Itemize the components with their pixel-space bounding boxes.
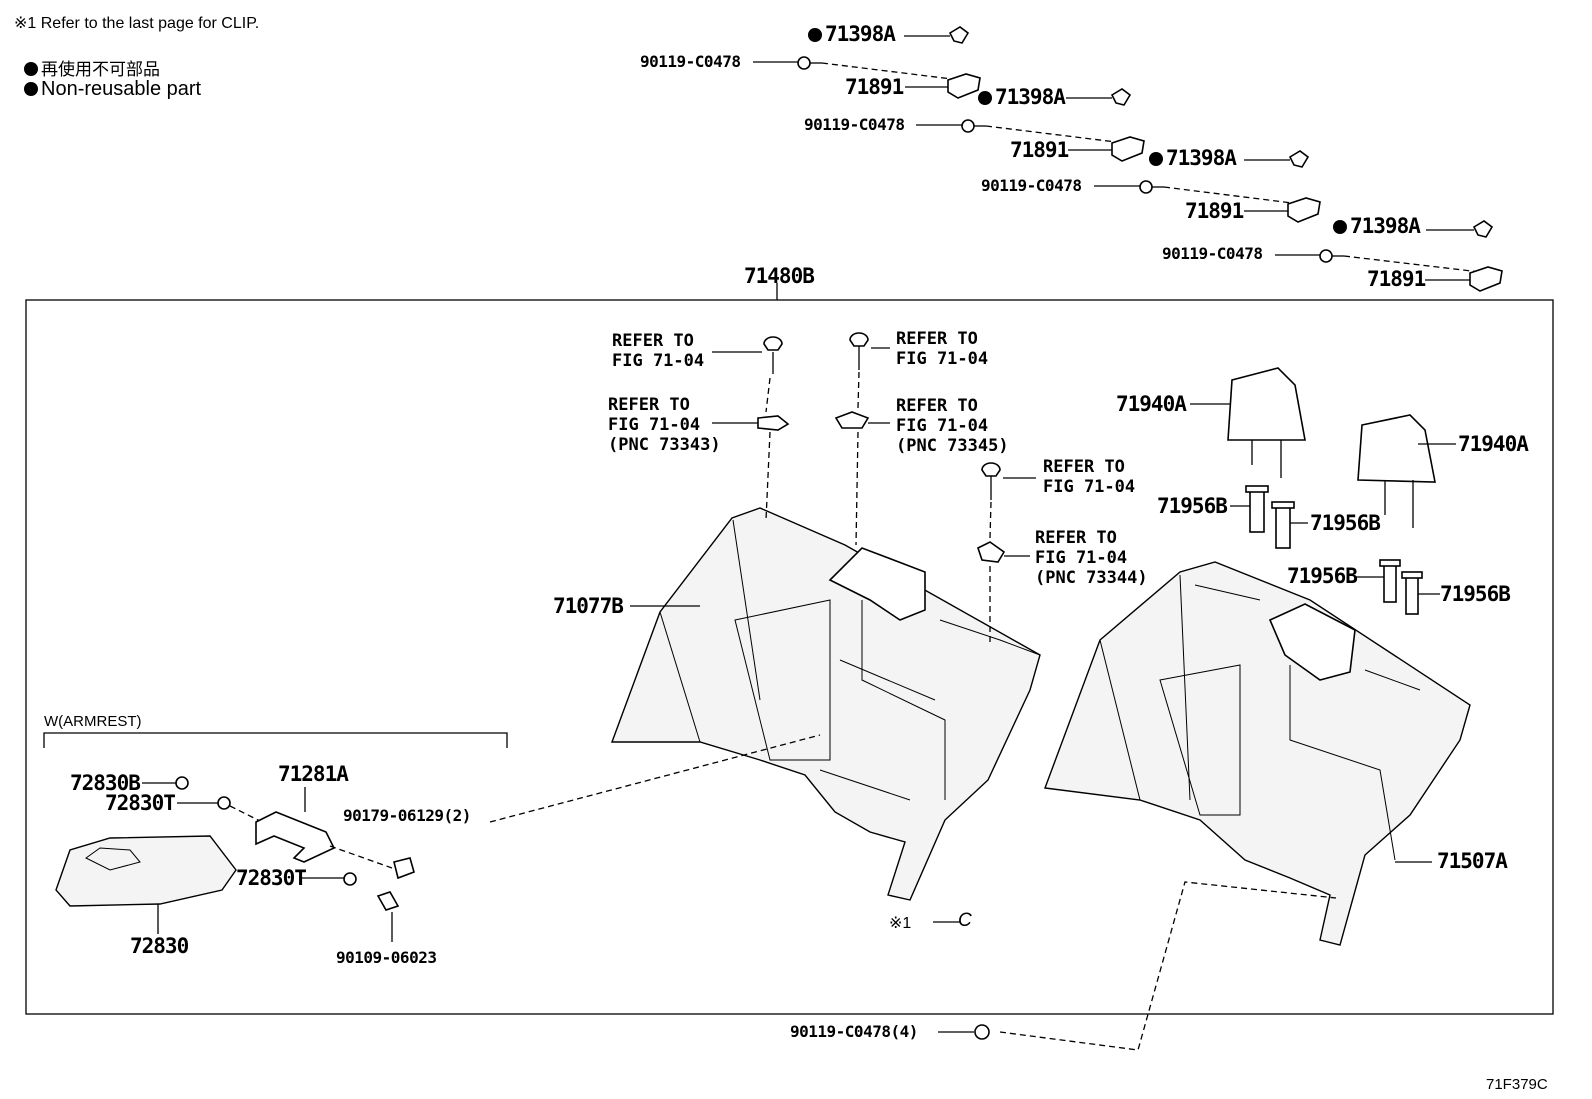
center-pad	[828, 547, 926, 621]
guide-71956b-label[interactable]: 71956B	[1287, 564, 1358, 588]
non-reusable-dot-icon	[24, 62, 38, 76]
bracket-71891-label[interactable]: 71891	[845, 75, 904, 99]
bolt-label[interactable]: 90119-C0478	[804, 115, 905, 134]
part-72830b-label[interactable]: 72830B	[70, 771, 141, 795]
bottom-bolt-label[interactable]: 90119-C0478(4)	[790, 1022, 918, 1041]
seatback-71077b-drawing	[610, 507, 1041, 901]
guide-71956b-label[interactable]: 71956B	[1157, 494, 1228, 518]
armrest-72830-label[interactable]: 72830	[130, 934, 189, 958]
refer-label[interactable]: REFER TO FIG 71-04	[612, 331, 705, 371]
legend-jp-text: 再使用不可部品	[41, 60, 160, 79]
clip-71398a-label[interactable]: 71398A	[1149, 148, 1237, 169]
bracket-71891-icon	[947, 73, 981, 99]
bracket-71281a-icon	[255, 811, 336, 863]
armrest-drawings	[55, 776, 415, 942]
refer-label[interactable]: REFER TO FIG 71-04 (PNC 73344)	[1035, 528, 1148, 588]
seatback-71077b-label[interactable]: 71077B	[553, 594, 624, 618]
bolt-icon	[797, 56, 811, 70]
legend-en: Non-reusable part	[24, 78, 201, 101]
part-72830t-label[interactable]: 72830T	[236, 866, 307, 890]
clip-71398a-label[interactable]: 71398A	[978, 87, 1066, 108]
clip-ref-mark: ※1	[889, 915, 912, 932]
seatback-71507a-drawing	[1044, 561, 1471, 946]
bottom-bolt-connector	[999, 881, 1337, 1051]
clip-71398a-label[interactable]: 71398A	[808, 24, 896, 45]
guide-drawings	[1230, 485, 1440, 615]
bolt-label[interactable]: 90119-C0478	[1162, 244, 1263, 263]
bracket-71891-label[interactable]: 71891	[1010, 138, 1069, 162]
clip-71398a-icon	[948, 26, 970, 44]
armrest-group-label: W(ARMREST)	[44, 713, 142, 730]
seatback-71507a-label[interactable]: 71507A	[1437, 849, 1508, 873]
refer-label[interactable]: REFER TO FIG 71-04 (PNC 73343)	[608, 395, 721, 455]
bracket-71891-label[interactable]: 71891	[1367, 267, 1426, 291]
headrest-71940a-label[interactable]: 71940A	[1458, 432, 1529, 456]
clip-71398a-label[interactable]: 71398A	[1333, 216, 1421, 237]
refer-label[interactable]: REFER TO FIG 71-04 (PNC 73345)	[896, 396, 1009, 456]
assembly-frame	[25, 299, 1554, 1015]
assembly-71480b-label[interactable]: 71480B	[744, 264, 815, 288]
non-reusable-dot-icon	[24, 82, 38, 96]
refer-label[interactable]: REFER TO FIG 71-04	[1043, 457, 1136, 497]
armrest-connector	[489, 734, 821, 823]
refer-fasteners	[712, 332, 1036, 642]
headrest-drawings	[1190, 367, 1456, 528]
refer-label[interactable]: REFER TO FIG 71-04	[896, 329, 989, 369]
bolt-label[interactable]: 90119-C0478	[981, 176, 1082, 195]
guide-71956b-label[interactable]: 71956B	[1310, 511, 1381, 535]
bolt-90109-label[interactable]: 90109-06023	[336, 948, 437, 967]
bolt-label[interactable]: 90119-C0478	[640, 52, 741, 71]
bottom-bolt-icon	[974, 1024, 990, 1040]
guide-71956b-label[interactable]: 71956B	[1440, 582, 1511, 606]
armrest-72830-icon	[55, 835, 237, 907]
legend-jp: 再使用不可部品	[24, 55, 160, 80]
part-72830t-label[interactable]: 72830T	[105, 791, 176, 815]
legend-en-text: Non-reusable part	[41, 78, 202, 100]
clip-note: ※1 Refer to the last page for CLIP.	[14, 15, 260, 32]
clip-c-mark: C	[958, 910, 972, 931]
screw-90179-label[interactable]: 90179-06129(2)	[343, 806, 471, 825]
figure-code: 71F379C	[1486, 1076, 1548, 1093]
armrest-group-bracket	[43, 732, 508, 748]
part-71281a-label[interactable]: 71281A	[278, 762, 349, 786]
headrest-71940a-label[interactable]: 71940A	[1116, 392, 1187, 416]
center-pad-right	[1268, 603, 1356, 681]
top-chain	[753, 26, 1503, 292]
bracket-71891-label[interactable]: 71891	[1185, 199, 1244, 223]
